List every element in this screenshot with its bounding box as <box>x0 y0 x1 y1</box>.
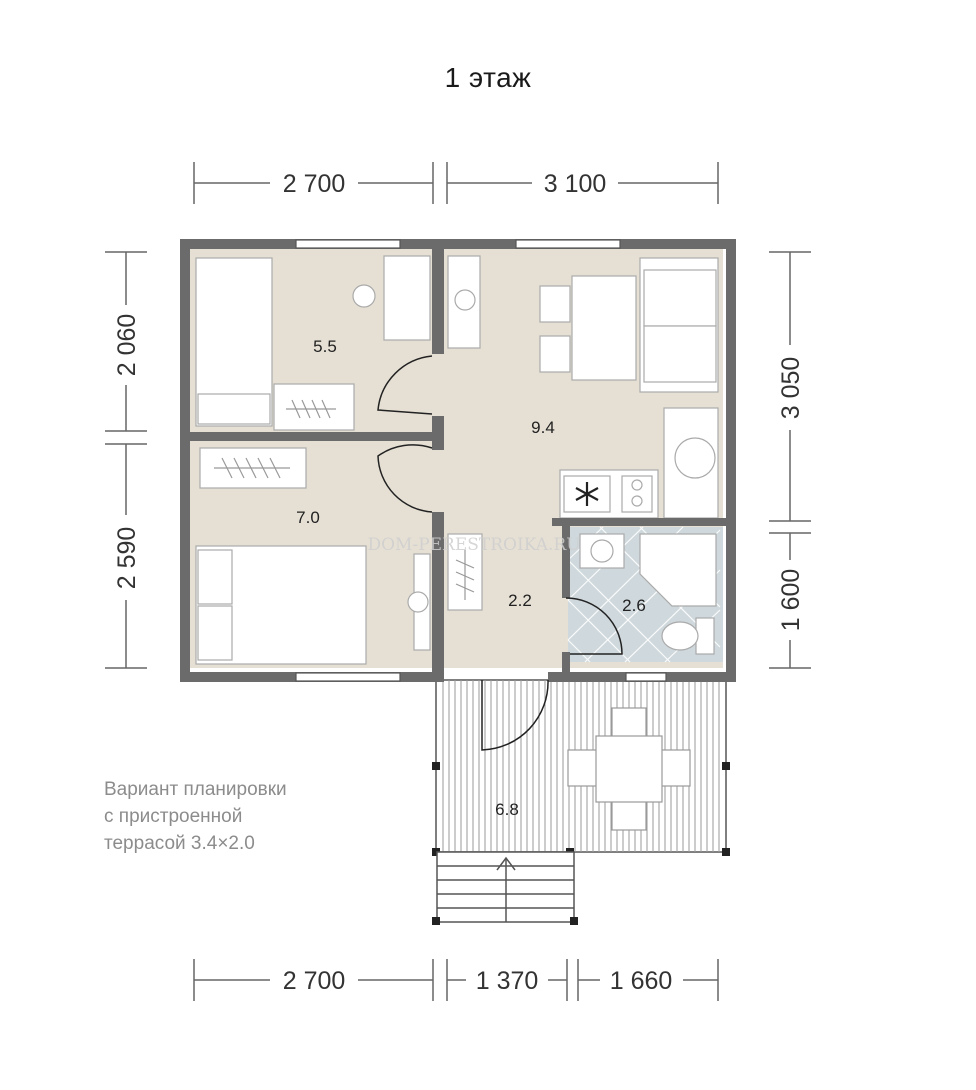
dim-left-upper: 2 060 <box>113 314 141 377</box>
desk-small-bedroom <box>383 255 431 341</box>
terrace <box>432 679 730 856</box>
dim-bottom-right: 1 660 <box>610 967 673 995</box>
room-area-bedroom-large: 7.0 <box>296 508 320 527</box>
room-area-terrace: 6.8 <box>495 800 519 819</box>
dim-left-lower: 2 590 <box>113 527 141 590</box>
shower <box>639 533 717 607</box>
caption-line-2: с пристроенной <box>104 806 243 827</box>
caption-line-3: террасой 3.4×2.0 <box>104 833 255 854</box>
dim-right-upper: 3 050 <box>777 357 805 420</box>
room-area-hall: 2.2 <box>508 591 532 610</box>
room-area-bathroom: 2.6 <box>622 596 646 615</box>
room-area-kitchen-living: 9.4 <box>531 418 555 437</box>
entrance-steps <box>432 851 578 925</box>
dim-top-right: 3 100 <box>544 170 607 198</box>
wardrobe-hangers <box>214 399 475 600</box>
room-area-bedroom-small: 5.5 <box>313 337 337 356</box>
furniture <box>195 255 719 665</box>
fridge-snowflake-icon <box>563 475 611 513</box>
dim-bottom-mid: 1 370 <box>476 967 539 995</box>
watermark: DOM-PERESTROIKA.RU <box>367 535 580 555</box>
windows <box>295 239 667 682</box>
doors <box>377 355 623 751</box>
dim-right-lower: 1 600 <box>777 569 805 632</box>
dimension-lines <box>105 162 811 1001</box>
dining-table <box>571 275 637 381</box>
toilet-tank <box>695 617 715 655</box>
wardrobe-small-bedroom <box>273 383 355 431</box>
chair-small-bedroom <box>352 284 376 308</box>
floor-title: 1 этаж <box>444 62 532 93</box>
plan-caption: Вариант планировки с пристроенной террас… <box>104 776 287 857</box>
caption-line-1: Вариант планировки <box>104 779 287 800</box>
toilet <box>661 621 699 651</box>
dim-top-left: 2 700 <box>283 170 346 198</box>
terrace-table <box>567 707 691 831</box>
dim-bottom-left: 2 700 <box>283 967 346 995</box>
